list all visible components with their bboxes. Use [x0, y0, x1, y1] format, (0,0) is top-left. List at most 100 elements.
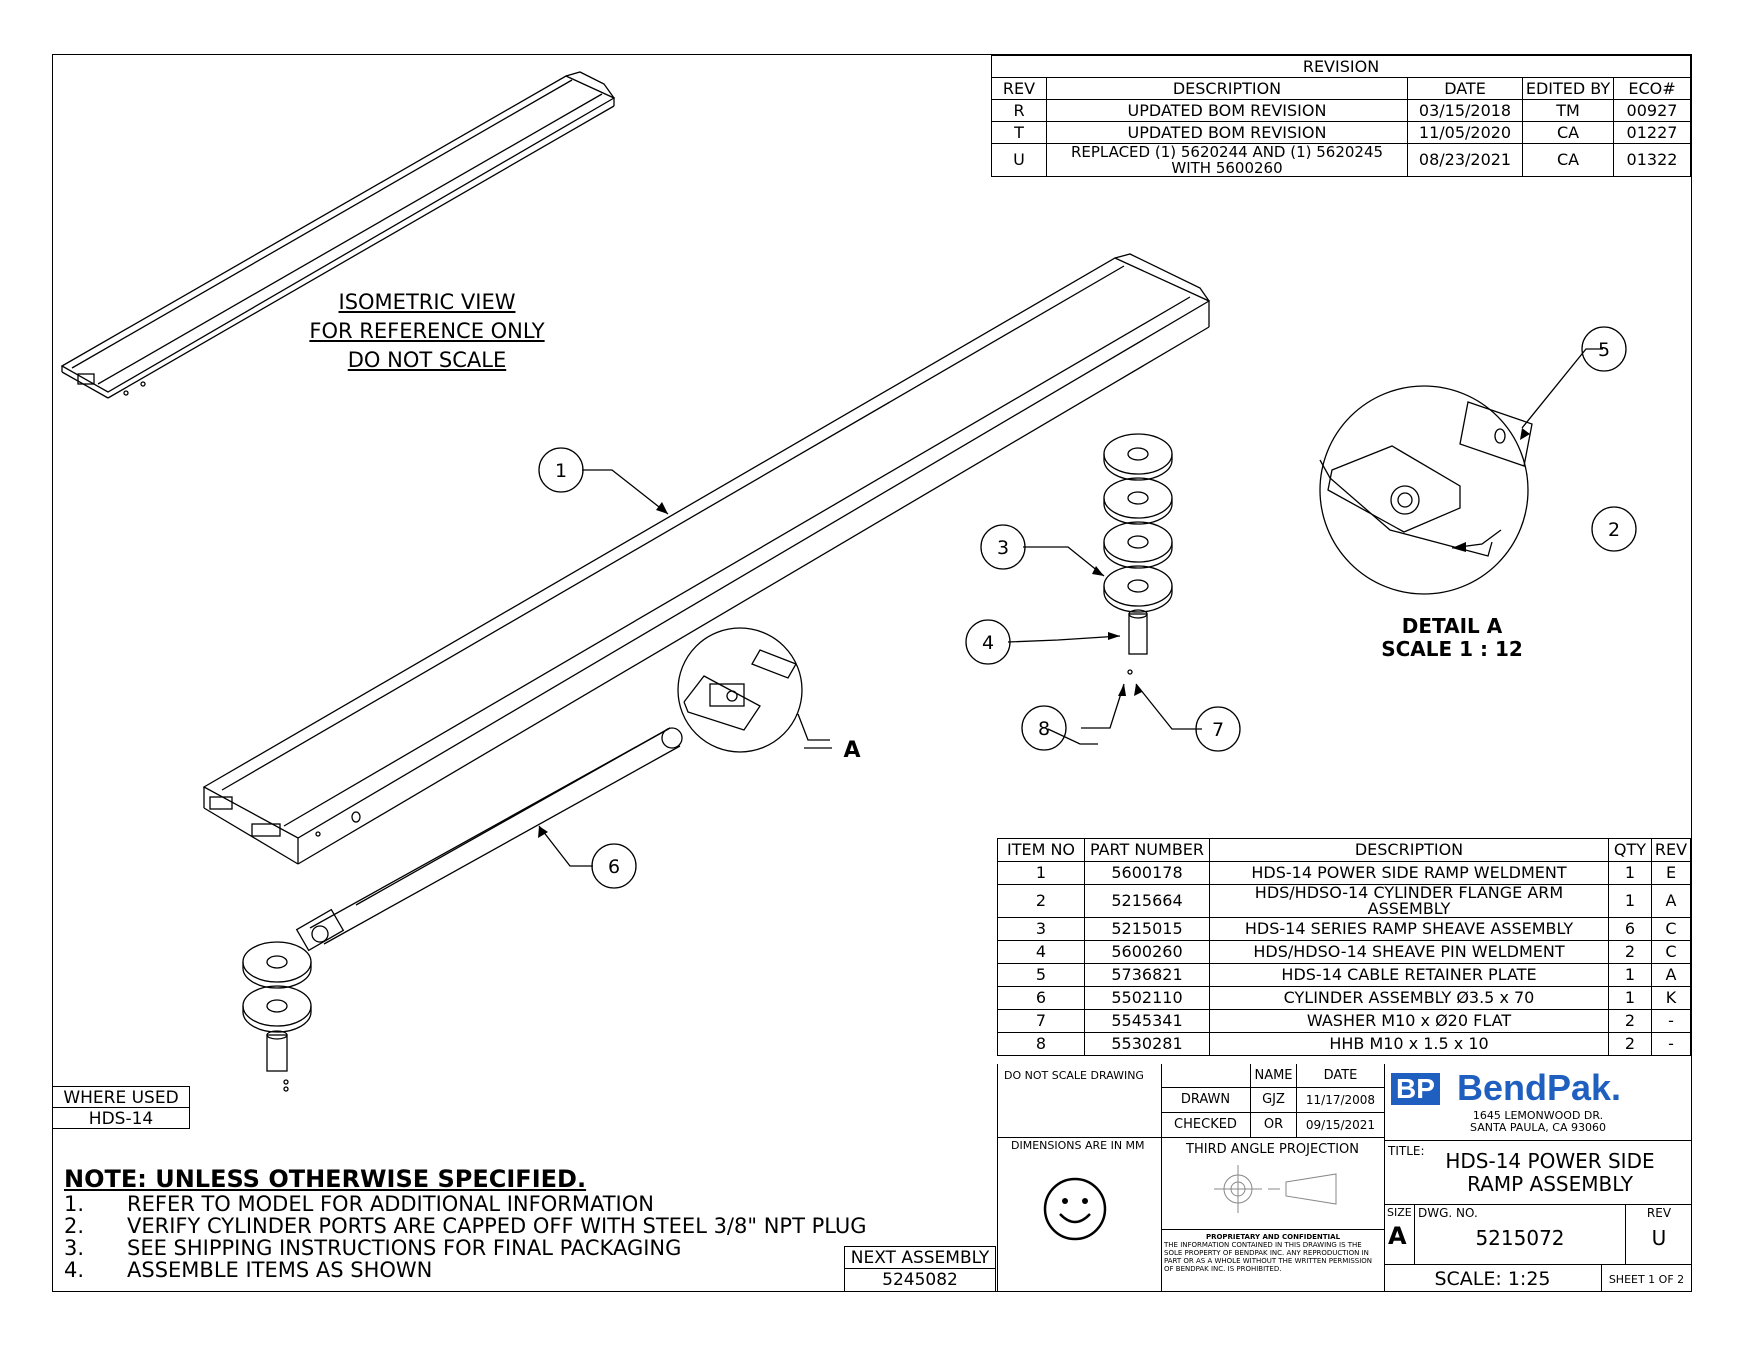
- bom-header-qty: QTY: [1608, 838, 1652, 862]
- bom-cell: HDS-14 SERIES RAMP SHEAVE ASSEMBLY: [1209, 917, 1609, 941]
- where-used-value: HDS-14: [52, 1107, 190, 1129]
- revision-table: REVISION REV DESCRIPTION DATE EDITED BY …: [991, 55, 1691, 177]
- bom-cell: HDS/HDSO-14 CYLINDER FLANGE ARM ASSEMBLY: [1209, 884, 1609, 918]
- bom-cell: 4: [997, 940, 1085, 964]
- proprietary-title: PROPRIETARY AND CONFIDENTIAL: [1205, 1233, 1341, 1241]
- bendpak-wordmark: BendPak.: [1457, 1067, 1622, 1108]
- bom-cell: 1: [1608, 963, 1652, 987]
- note-item: 1.REFER TO MODEL FOR ADDITIONAL INFORMAT…: [64, 1193, 914, 1215]
- size-value: A: [1388, 1222, 1407, 1250]
- revision-cell: 01322: [1613, 143, 1691, 177]
- balloon-4: 4: [982, 632, 994, 654]
- rev-header-rev: REV: [991, 77, 1047, 100]
- detail-title: DETAIL A: [1401, 614, 1503, 638]
- bom-cell: 5600178: [1084, 861, 1210, 885]
- bom-cell: CYLINDER ASSEMBLY Ø3.5 x 70: [1209, 986, 1609, 1010]
- bom-cell: C: [1651, 917, 1691, 941]
- note-text: SEE SHIPPING INSTRUCTIONS FOR FINAL PACK…: [127, 1236, 682, 1260]
- note-number: 4.: [64, 1258, 85, 1282]
- note-number: 1.: [64, 1192, 85, 1216]
- rev-header-date: DATE: [1407, 77, 1523, 100]
- bom-cell: HDS-14 CABLE RETAINER PLATE: [1209, 963, 1609, 987]
- bom-cell: HDS-14 POWER SIDE RAMP WELDMENT: [1209, 861, 1609, 885]
- checked-date: 09/15/2021: [1305, 1118, 1376, 1132]
- iso-note-line-2: FOR REFERENCE ONLY: [309, 319, 545, 343]
- revision-cell: CA: [1522, 143, 1614, 177]
- notes-heading: NOTE: UNLESS OTHERWISE SPECIFIED.: [64, 1165, 587, 1193]
- bom-cell: 5736821: [1084, 963, 1210, 987]
- bom-cell: 6: [997, 986, 1085, 1010]
- balloon-7: 7: [1212, 719, 1224, 741]
- checked-name: OR: [1263, 1117, 1284, 1132]
- isometric-note: ISOMETRIC VIEW FOR REFERENCE ONLY DO NOT…: [292, 288, 562, 375]
- leader-lines: [538, 348, 1603, 867]
- checked-label: CHECKED: [1174, 1117, 1237, 1132]
- bom-cell: -: [1651, 1032, 1691, 1056]
- rev-header-description: DESCRIPTION: [1046, 77, 1408, 100]
- dwg-no-label: DWG. NO.: [1418, 1206, 1478, 1220]
- bom-cell: 2: [997, 884, 1085, 918]
- third-angle-projection-icon: [1214, 1165, 1337, 1213]
- bom-cell: 1: [997, 861, 1085, 885]
- bom-cell: 1: [1608, 884, 1652, 918]
- revision-cell: U: [991, 143, 1047, 177]
- bom-cell: 5530281: [1084, 1032, 1210, 1056]
- revision-cell: UPDATED BOM REVISION: [1046, 121, 1408, 144]
- bom-cell: 5: [997, 963, 1085, 987]
- bom-header-description: DESCRIPTION: [1209, 838, 1609, 862]
- bom-header-item: ITEM NO: [997, 838, 1085, 862]
- balloon-2: 2: [1608, 519, 1620, 541]
- bom-cell: 7: [997, 1009, 1085, 1033]
- bom-cell: 2: [1608, 1032, 1652, 1056]
- iso-note-line-3: DO NOT SCALE: [347, 348, 507, 372]
- bom-cell: 1: [1608, 986, 1652, 1010]
- bom-cell: 5600260: [1084, 940, 1210, 964]
- bendpak-logo: BP BendPak.: [1391, 1067, 1691, 1108]
- bom-cell: 1: [1608, 861, 1652, 885]
- revision-cell: UPDATED BOM REVISION: [1046, 99, 1408, 122]
- bom-cell: HDS/HDSO-14 SHEAVE PIN WELDMENT: [1209, 940, 1609, 964]
- revision-cell: 08/23/2021: [1407, 143, 1523, 177]
- note-item: 3.SEE SHIPPING INSTRUCTIONS FOR FINAL PA…: [64, 1237, 914, 1259]
- revision-cell: REPLACED (1) 5620244 AND (1) 5620245 WIT…: [1046, 143, 1408, 177]
- isometric-ramp: [60, 71, 616, 399]
- detail-callout-letter: A: [843, 738, 860, 763]
- bom-cell: 2: [1608, 1009, 1652, 1033]
- size-label: SIZE: [1387, 1206, 1412, 1219]
- note-item: 4.ASSEMBLE ITEMS AS SHOWN: [64, 1259, 914, 1281]
- revision-cell: 00927: [1613, 99, 1691, 122]
- scale-value: SCALE: 1:25: [1434, 1268, 1551, 1290]
- bom-cell: 5215664: [1084, 884, 1210, 918]
- dimensions-note: DIMENSIONS ARE IN MM: [1011, 1139, 1145, 1152]
- cylinder: [295, 727, 683, 952]
- next-assembly-value: 5245082: [844, 1268, 996, 1292]
- balloon-circles: [538, 326, 1637, 889]
- bom-cell: 5215015: [1084, 917, 1210, 941]
- balloon-8: 8: [1038, 718, 1050, 740]
- notes-heading-text: NOTE: UNLESS OTHERWISE SPECIFIED: [64, 1165, 577, 1193]
- drawing-title: HDS-14 POWER SIDE RAMP ASSEMBLY: [1420, 1150, 1680, 1196]
- address-line-2: SANTA PAULA, CA 93060: [1470, 1121, 1606, 1134]
- revision-cell: CA: [1522, 121, 1614, 144]
- detail-a-callout-circle: [677, 627, 830, 753]
- bom-cell: A: [1651, 884, 1691, 918]
- detail-a-title: DETAIL A SCALE 1 : 12: [1362, 615, 1542, 661]
- bom-header-part: PART NUMBER: [1084, 838, 1210, 862]
- rev-label: REV: [1646, 1206, 1672, 1220]
- balloon-1: 1: [555, 460, 567, 482]
- bom-cell: WASHER M10 x Ø20 FLAT: [1209, 1009, 1609, 1033]
- revision-cell: 01227: [1613, 121, 1691, 144]
- bom-table: ITEM NO PART NUMBER DESCRIPTION QTY REV …: [997, 838, 1691, 1056]
- rev-value: U: [1651, 1226, 1667, 1250]
- bom-cell: 3: [997, 917, 1085, 941]
- projection-label: THIRD ANGLE PROJECTION: [1186, 1142, 1359, 1157]
- bom-cell: E: [1651, 861, 1691, 885]
